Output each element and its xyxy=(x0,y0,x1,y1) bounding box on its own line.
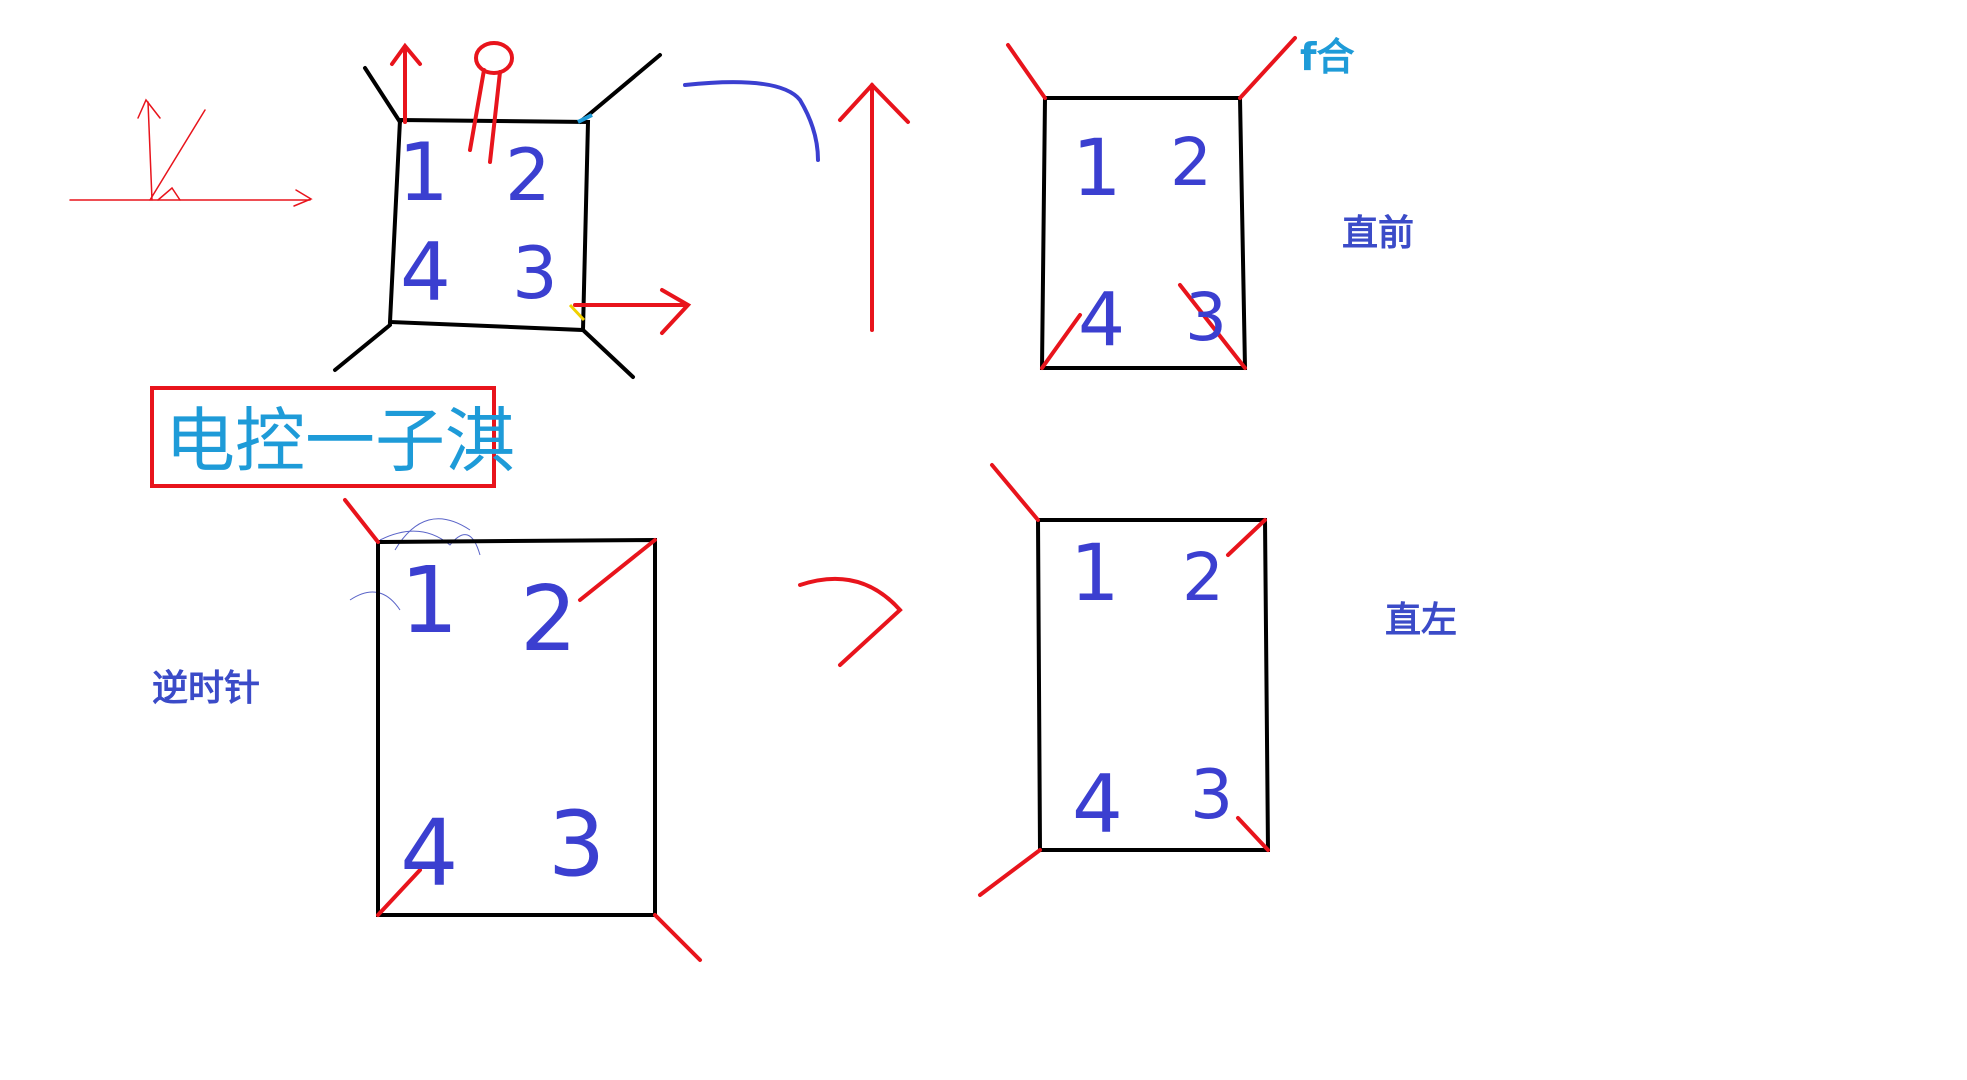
wheel-number-3: 3 xyxy=(548,792,605,897)
wheel-number-3: 3 xyxy=(1190,756,1233,835)
wheel-number-2: 2 xyxy=(1182,539,1224,616)
chassis-counterclockwise: 1 2 4 3 xyxy=(343,498,702,962)
chassis-top-left: 1 2 4 3 xyxy=(333,41,692,379)
turn-curve-arrow xyxy=(683,80,910,332)
chassis-straight-left: 1 2 4 3 xyxy=(978,463,1271,897)
title-text: 电控一子淇 xyxy=(165,400,515,482)
title-box: 电控一子淇 xyxy=(150,386,515,488)
wheel-number-3: 3 xyxy=(512,231,558,315)
chassis-frame xyxy=(387,117,591,333)
label-straight-left: 直左 xyxy=(1385,600,1457,641)
wheel-number-1: 1 xyxy=(398,126,449,219)
wheel-number-1: 1 xyxy=(1070,529,1120,619)
wheel-number-2: 2 xyxy=(505,133,551,217)
wheel-number-4: 4 xyxy=(400,800,459,907)
tag-f-he: f合 xyxy=(1300,35,1355,79)
wheel-number-4: 4 xyxy=(1078,277,1125,363)
wheel-number-4: 4 xyxy=(400,226,451,319)
wheel-number-1: 1 xyxy=(400,547,459,654)
wheel-number-2: 2 xyxy=(520,567,577,672)
wheel-number-2: 2 xyxy=(1170,124,1212,201)
label-straight-forward: 直前 xyxy=(1342,213,1414,254)
wheel-number-1: 1 xyxy=(1072,124,1122,214)
wheel-number-3: 3 xyxy=(1185,279,1227,356)
chassis-straight-forward: 1 2 4 3 xyxy=(1006,36,1297,370)
axis-sketch xyxy=(69,98,313,207)
wheel-number-4: 4 xyxy=(1072,758,1123,851)
force-arrow-rotate xyxy=(468,68,502,164)
label-counterclockwise: 逆时针 xyxy=(152,668,260,709)
turn-hook xyxy=(798,576,903,667)
